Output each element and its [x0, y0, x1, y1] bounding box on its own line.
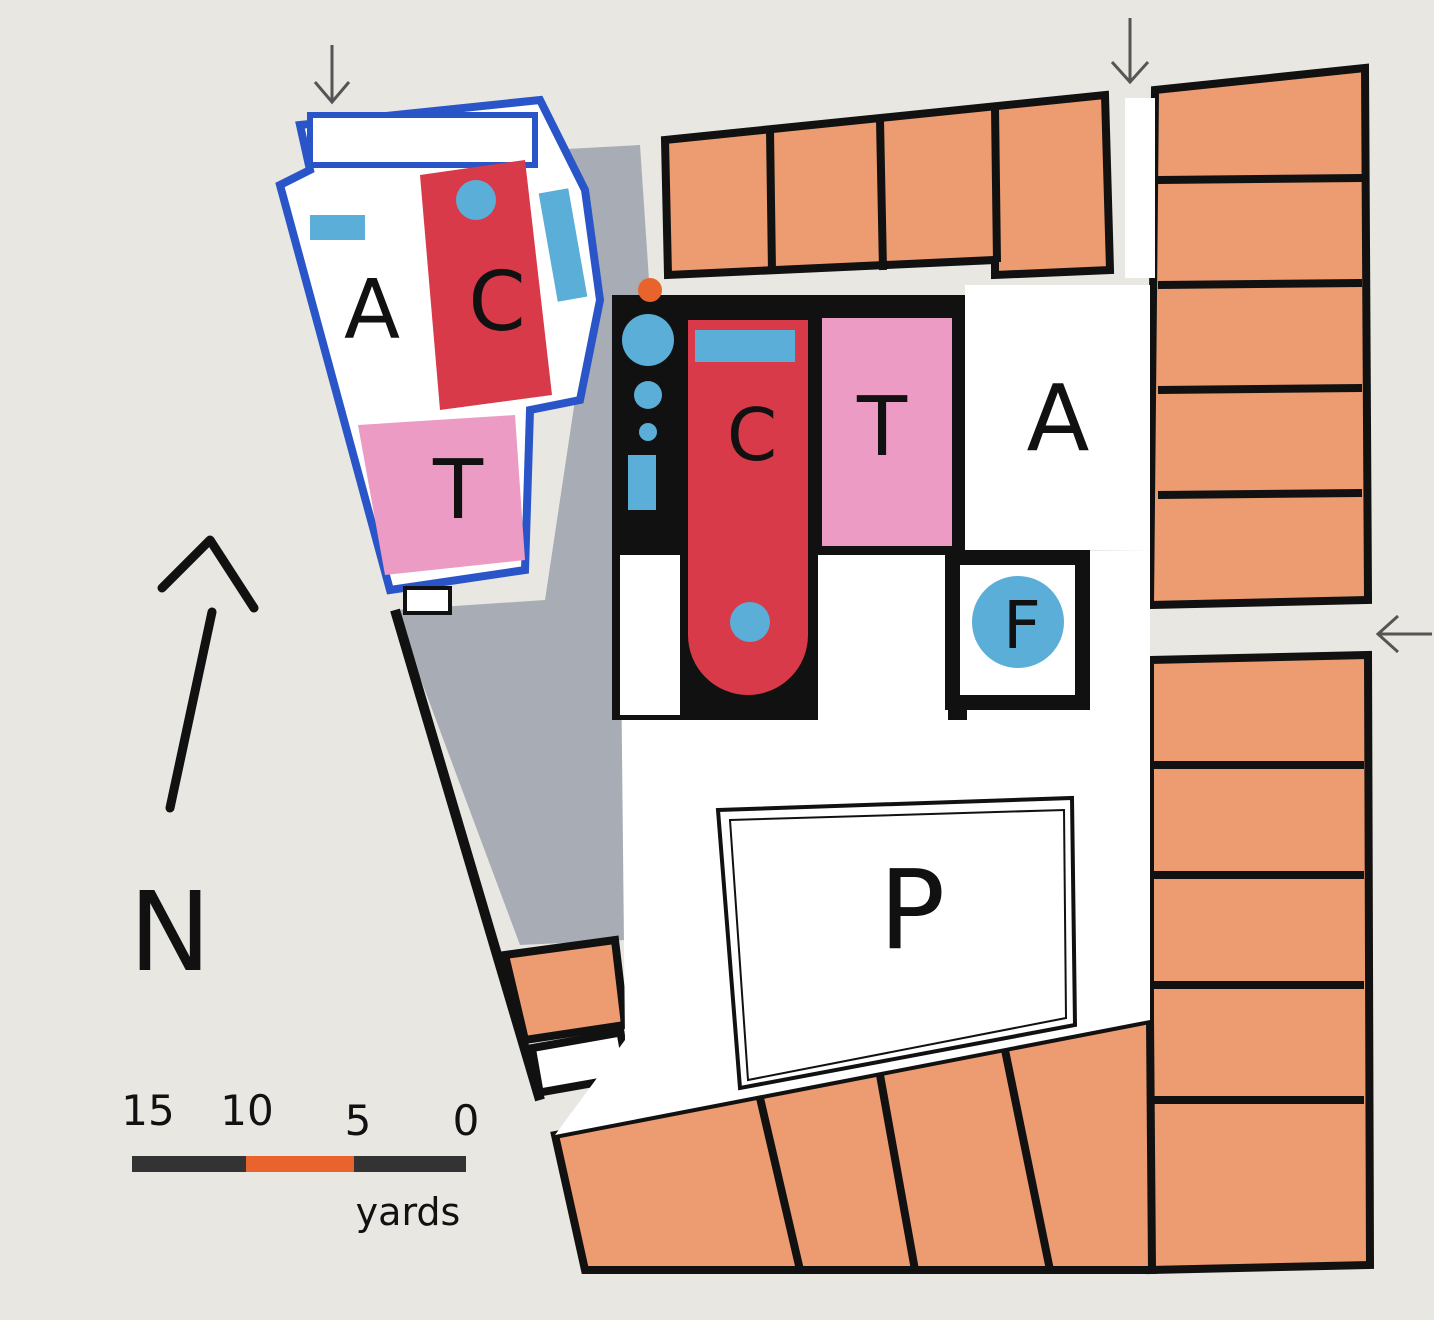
entrance-arrow-northwest-icon [313, 45, 351, 105]
north-label: N [129, 868, 211, 996]
entrance-arrow-north-icon [1110, 18, 1150, 85]
north-arrow-icon [157, 535, 259, 813]
east-caldarium-pool [730, 602, 770, 642]
scale-tick-10: 10 [220, 1086, 273, 1135]
palaestra-enclosure [715, 795, 1078, 1091]
label-frigidarium: F [1003, 587, 1041, 664]
label-east-tepidarium: T [856, 380, 908, 475]
label-west-apodyterium: A [344, 263, 400, 358]
east-caldarium [688, 320, 808, 695]
scale-tick-15: 15 [121, 1086, 174, 1135]
west-bath-block [275, 95, 605, 615]
scale-unit: yards [356, 1190, 461, 1234]
scale-tick-0: 0 [453, 1096, 480, 1145]
label-west-tepidarium: T [432, 443, 484, 538]
frigidarium-pool [972, 576, 1064, 668]
scale-tick-5: 5 [345, 1096, 372, 1145]
label-east-caldarium: C [727, 393, 777, 477]
east-caldarium-bath [695, 330, 795, 362]
label-west-caldarium: C [468, 255, 525, 350]
furnace-pools [622, 278, 674, 510]
label-palaestra: P [879, 846, 945, 974]
east-shop-column [1125, 63, 1375, 1275]
label-east-apodyterium: A [1027, 365, 1090, 472]
west-caldarium-pool [456, 180, 496, 220]
scale-bar [132, 1156, 466, 1172]
north-shop-row [660, 90, 1115, 280]
entrance-arrow-east-icon [1375, 614, 1432, 654]
